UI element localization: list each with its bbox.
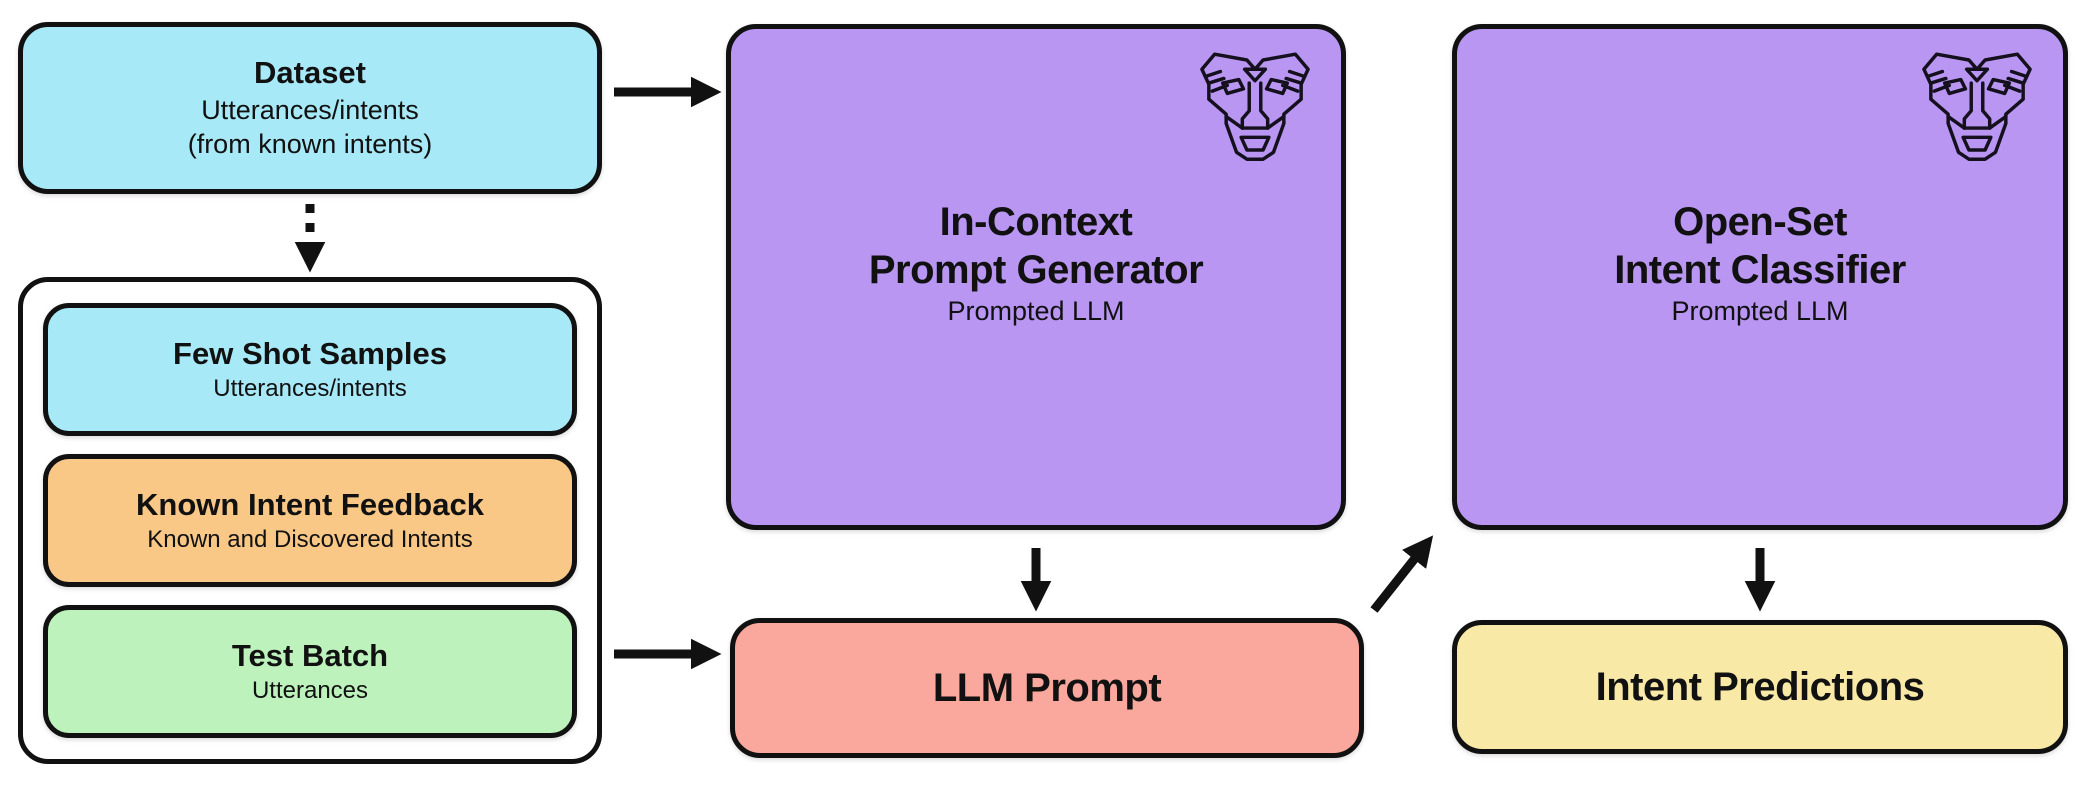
known-intent-feedback-node: Known Intent Feedback Known and Discover…	[43, 454, 577, 587]
prompt-generator-title-line2: Prompt Generator	[868, 247, 1204, 292]
autobot-transformer-icon	[1197, 45, 1313, 165]
dataset-node: Dataset Utterances/intents (from known i…	[18, 22, 602, 194]
test-batch-node: Test Batch Utterances	[43, 605, 577, 738]
test-batch-title: Test Batch	[231, 637, 389, 673]
known-intent-feedback-subtitle: Known and Discovered Intents	[147, 526, 473, 554]
prompt-generator-title-line1: In-Context	[939, 199, 1133, 244]
intent-predictions-node: Intent Predictions	[1452, 620, 2068, 754]
few-shot-samples-node: Few Shot Samples Utterances/intents	[43, 303, 577, 436]
arrow-llm-prompt-to-intent-classifier	[1370, 535, 1434, 613]
prompt-generator-subtitle: Prompted LLM	[947, 295, 1125, 326]
prompt-generator-node: In-Context Prompt Generator Prompted LLM	[726, 24, 1346, 530]
intent-classifier-subtitle: Prompted LLM	[1671, 295, 1849, 326]
pipeline-inputs-container: Few Shot Samples Utterances/intents Know…	[18, 277, 602, 764]
few-shot-samples-title: Few Shot Samples	[173, 335, 447, 371]
test-batch-subtitle: Utterances	[251, 677, 369, 705]
few-shot-samples-subtitle: Utterances/intents	[213, 375, 407, 403]
autobot-transformer-icon	[1919, 45, 2035, 165]
known-intent-feedback-title: Known Intent Feedback	[136, 486, 484, 522]
llm-prompt-node: LLM Prompt	[730, 618, 1364, 758]
intent-classifier-node: Open-Set Intent Classifier Prompted LLM	[1452, 24, 2068, 530]
llm-prompt-title: LLM Prompt	[932, 666, 1162, 710]
intent-classifier-title-line1: Open-Set	[1673, 199, 1847, 244]
dataset-title: Dataset	[254, 55, 366, 91]
intent-classifier-text: Open-Set Intent Classifier Prompted LLM	[1614, 198, 1906, 329]
intent-classifier-title-line2: Intent Classifier	[1614, 247, 1906, 292]
intent-predictions-title: Intent Predictions	[1595, 665, 1925, 709]
prompt-generator-text: In-Context Prompt Generator Prompted LLM	[868, 198, 1204, 329]
dataset-subtitle-line2: (from known intents)	[187, 129, 433, 160]
dataset-subtitle-line1: Utterances/intents	[201, 94, 419, 125]
